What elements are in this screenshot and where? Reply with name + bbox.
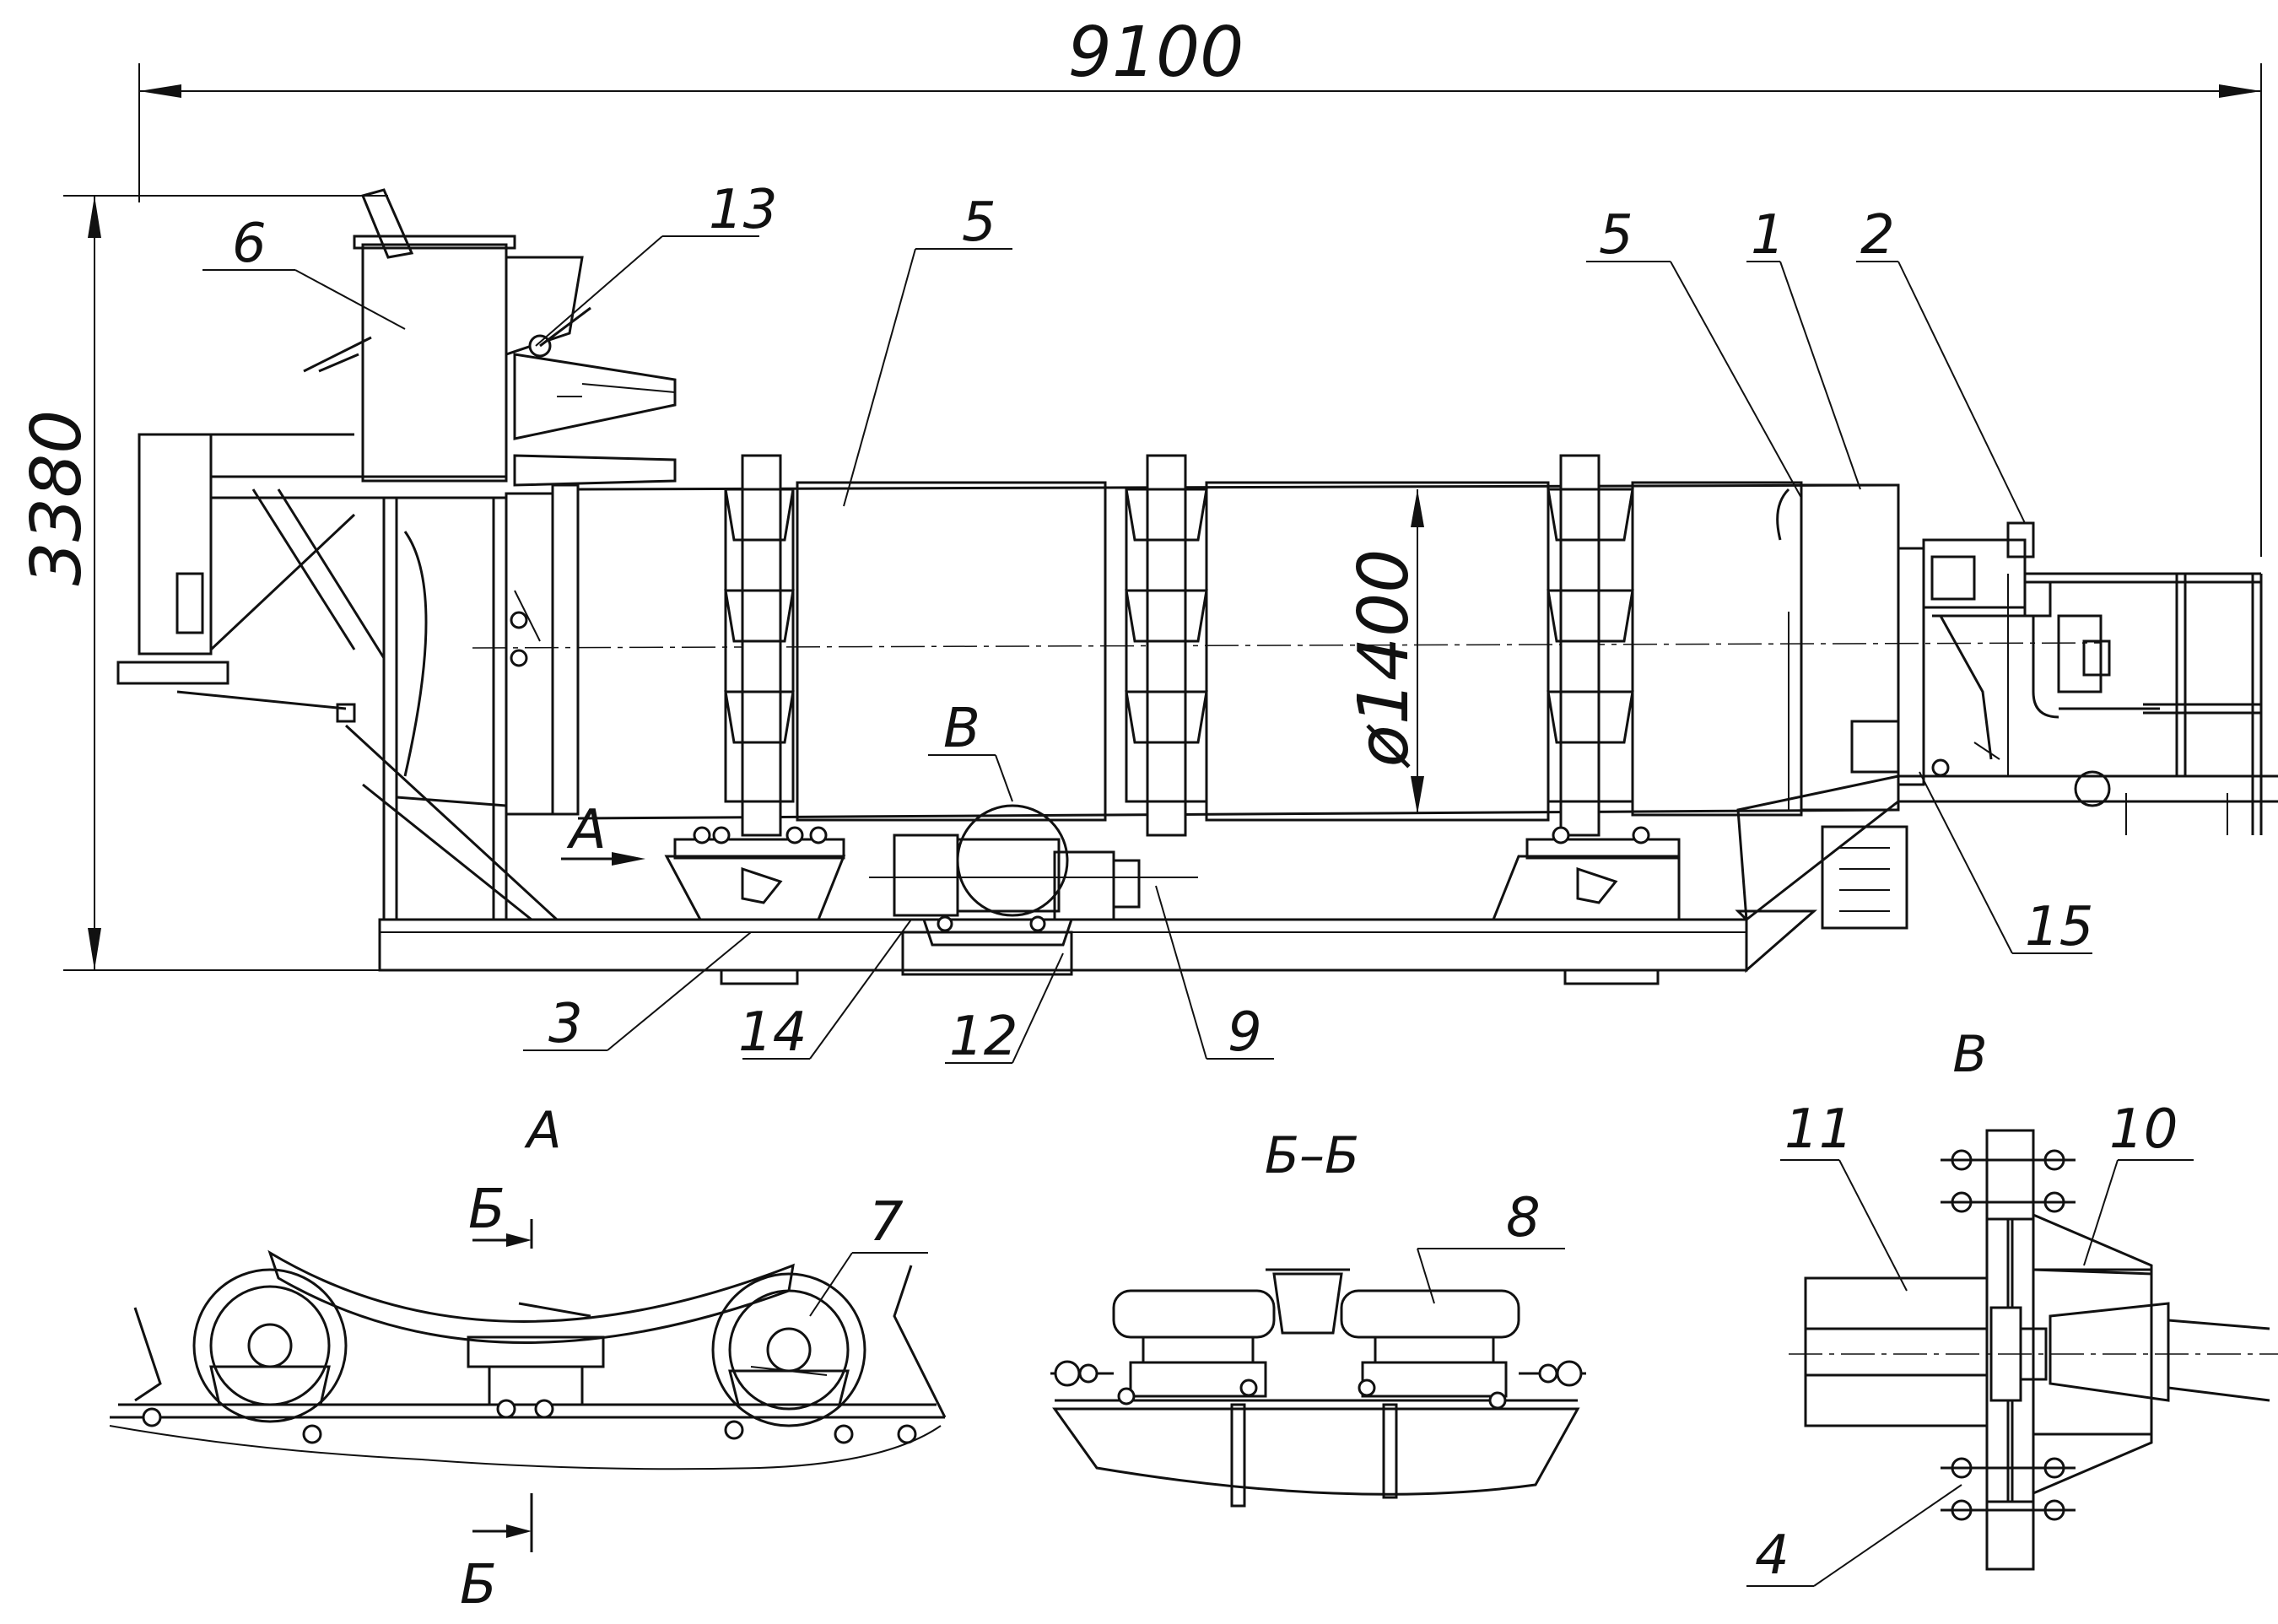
platform-railing — [2025, 572, 2263, 835]
section-b-bottom-label: Б — [460, 1554, 497, 1616]
callout-9: 9 — [1228, 1001, 1262, 1064]
callout-12: 12 — [949, 1006, 1018, 1068]
view-a-arrow-label: А — [566, 799, 607, 861]
callout-1: 1 — [1751, 204, 1785, 267]
callout-2: 2 — [1860, 204, 1895, 267]
roller-station-left — [664, 826, 846, 921]
view-v-title: В — [1952, 1025, 1987, 1084]
view-a-arrow: А — [561, 799, 645, 866]
section-bb-view: Б–Б 8 — [1050, 1126, 1586, 1508]
callout-13: 13 — [709, 179, 777, 241]
dryer-main-view: ø1400 А — [116, 188, 2278, 1064]
drum-tyre-right — [1547, 454, 1634, 837]
callout-v: В — [943, 698, 980, 760]
main-view-callouts: 6 13 5 5 1 2 15 3 14 12 9 В — [232, 179, 2093, 1068]
detail-view-a: А Б Б 7 — [109, 1101, 947, 1616]
callout-11: 11 — [1784, 1098, 1853, 1161]
leader-lines — [202, 235, 2092, 1064]
callout-5-right: 5 — [1599, 204, 1633, 267]
drive-unit — [869, 804, 1198, 947]
feed-hopper — [303, 188, 677, 487]
drum-tyre-center — [1125, 454, 1208, 837]
callout-7: 7 — [869, 1191, 904, 1254]
roller-station-right — [1491, 826, 1681, 921]
detail-view-v: В 11 10 — [1746, 1025, 2278, 1587]
drum-diameter-label: ø1400 — [1344, 549, 1424, 769]
callout-10: 10 — [2109, 1098, 2178, 1161]
callout-8: 8 — [1506, 1187, 1541, 1249]
drum-tyre-left — [724, 454, 795, 837]
overall-height-dimension: 3380 — [17, 195, 388, 971]
callout-6: 6 — [232, 213, 267, 275]
section-bb-title: Б–Б — [1265, 1126, 1359, 1185]
support-frame — [116, 433, 559, 921]
burner-unit — [1897, 521, 2160, 786]
overall-length-dimension: 9100 — [138, 13, 2262, 557]
callout-4: 4 — [1755, 1524, 1789, 1587]
overall-length-label: 9100 — [1068, 13, 1244, 93]
overall-height-label: 3380 — [17, 410, 97, 586]
base-frame — [378, 774, 2278, 985]
callout-5-left: 5 — [962, 192, 996, 254]
callout-15: 15 — [2025, 896, 2093, 958]
section-b-top-label: Б — [468, 1179, 505, 1241]
view-a-title: А — [523, 1101, 561, 1160]
callout-3: 3 — [548, 993, 583, 1055]
callout-14: 14 — [738, 1001, 807, 1064]
drum — [472, 481, 2102, 822]
drum-diameter-dimension: ø1400 — [1344, 489, 1424, 814]
inlet-chamber — [403, 483, 580, 816]
